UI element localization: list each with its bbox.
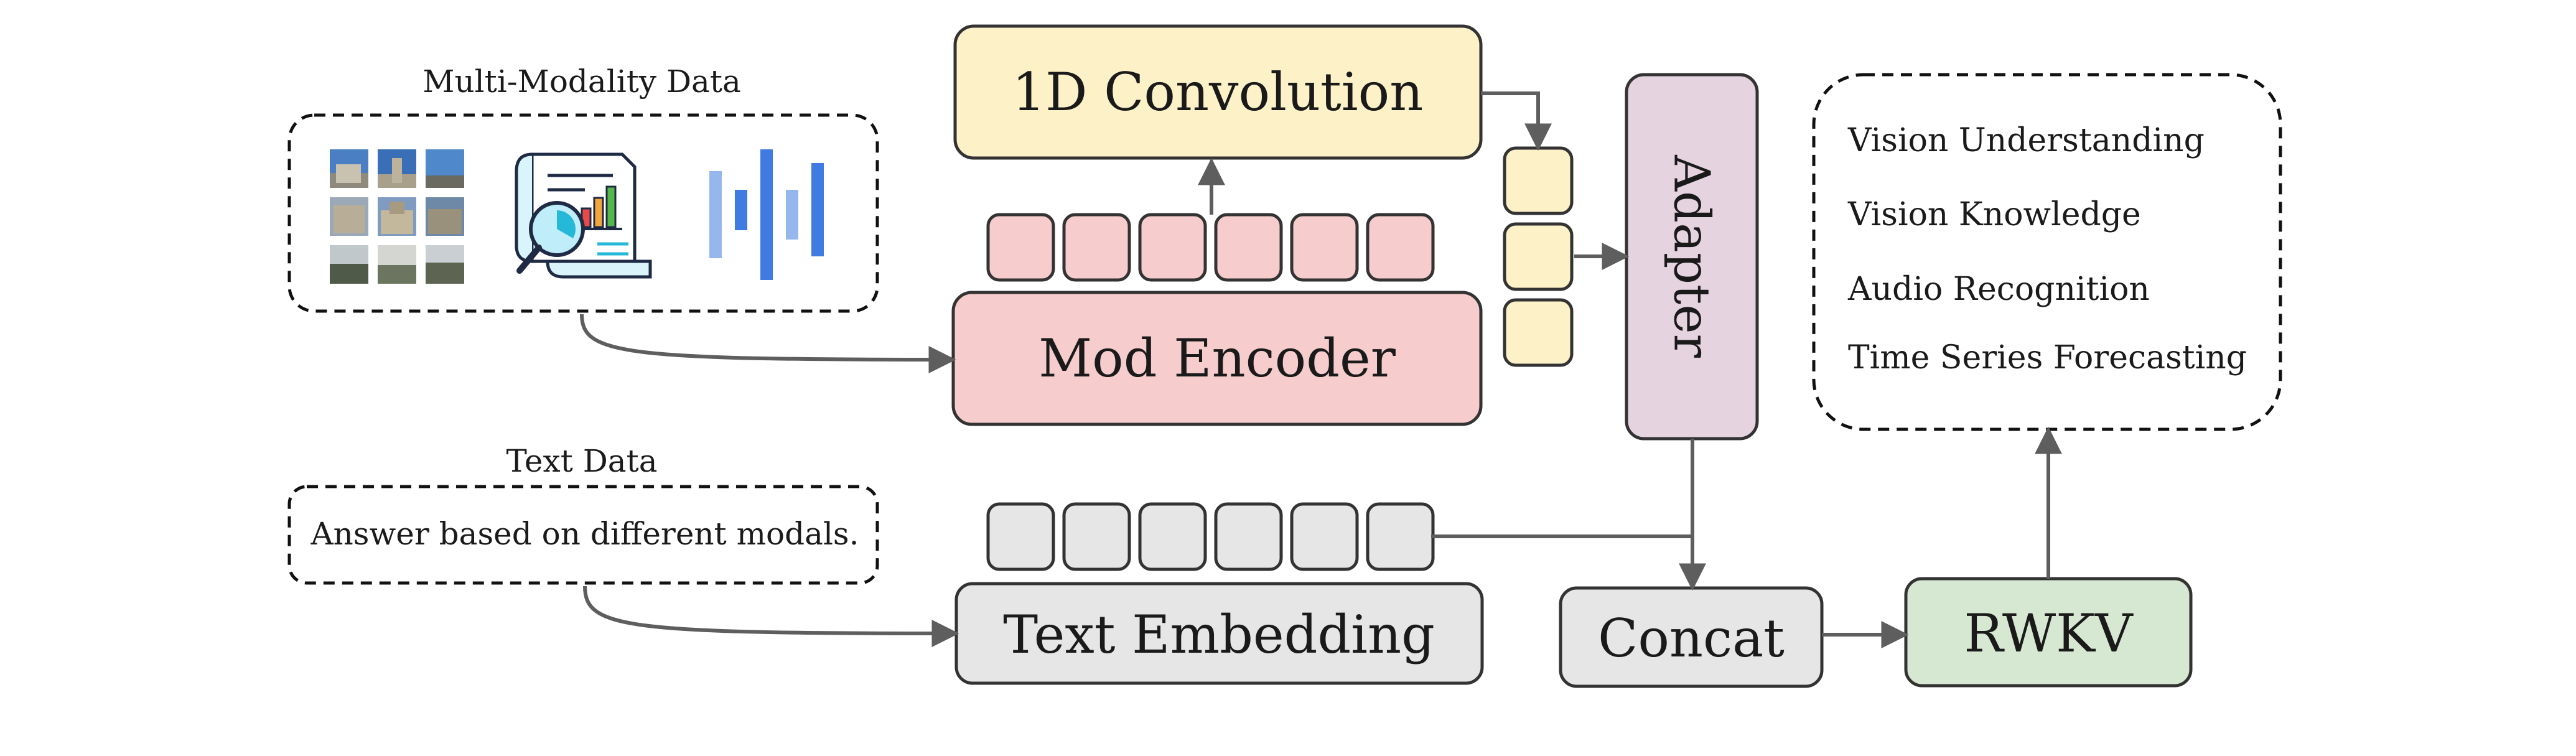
encoder-label: Mod Encoder xyxy=(1038,328,1396,389)
text-token xyxy=(1290,502,1359,571)
audio-waveform-icon xyxy=(709,149,824,280)
text-token xyxy=(986,502,1055,571)
multi-modality-container xyxy=(287,113,879,313)
conv-token xyxy=(1503,146,1574,215)
text-data-group: Text Data Answer based on different moda… xyxy=(287,443,879,585)
text-token xyxy=(1138,502,1207,571)
encoder-block: Mod Encoder xyxy=(951,291,1483,426)
arrow-multimodal-to-encoder xyxy=(580,314,956,373)
conv-token-column xyxy=(1503,146,1574,367)
text-data-content: Answer based on different modals. xyxy=(310,516,859,552)
output-item: Audio Recognition xyxy=(1847,271,2150,308)
text-token-row xyxy=(986,502,1435,571)
text-token xyxy=(1214,502,1283,571)
rwkv-label: RWKV xyxy=(1964,603,2133,664)
output-item: Vision Knowledge xyxy=(1847,196,2141,233)
concat-label: Concat xyxy=(1598,608,1785,669)
concat-block: Concat xyxy=(1559,586,1824,688)
text-data-title: Text Data xyxy=(506,443,657,479)
multi-modality-title: Multi-Modality Data xyxy=(422,63,741,100)
rwkv-block: RWKV xyxy=(1904,577,2193,688)
mod-token xyxy=(1138,213,1207,282)
outputs-group: Vision Understanding Vision Knowledge Au… xyxy=(1812,73,2282,431)
mod-token xyxy=(1062,213,1131,282)
adapter-label: Adapter xyxy=(1663,154,1721,358)
text-token xyxy=(1062,502,1131,571)
document-chart-icon xyxy=(515,152,652,279)
conv-token xyxy=(1503,298,1574,367)
text-embedding-block: Text Embedding xyxy=(954,582,1484,685)
image-grid-icon xyxy=(330,149,464,284)
adapter-block: Adapter xyxy=(1625,73,1759,441)
output-item: Time Series Forecasting xyxy=(1848,339,2247,376)
arrow-textdata-to-embedding xyxy=(583,586,959,647)
conv-block: 1D Convolution xyxy=(953,24,1483,160)
conv-label: 1D Convolution xyxy=(1012,62,1424,123)
mod-token xyxy=(1214,213,1283,282)
text-embedding-label: Text Embedding xyxy=(1003,604,1435,665)
mod-token xyxy=(1366,213,1435,282)
output-item: Vision Understanding xyxy=(1847,122,2205,159)
multi-modality-group: Multi-Modality Data xyxy=(287,63,879,313)
mod-token xyxy=(1290,213,1359,282)
arrow-conv-to-tokens xyxy=(1481,91,1552,151)
mod-token xyxy=(986,213,1055,282)
text-token xyxy=(1366,502,1435,571)
mod-token-row xyxy=(986,213,1435,282)
conv-token xyxy=(1503,222,1574,291)
arrows xyxy=(580,91,2062,648)
